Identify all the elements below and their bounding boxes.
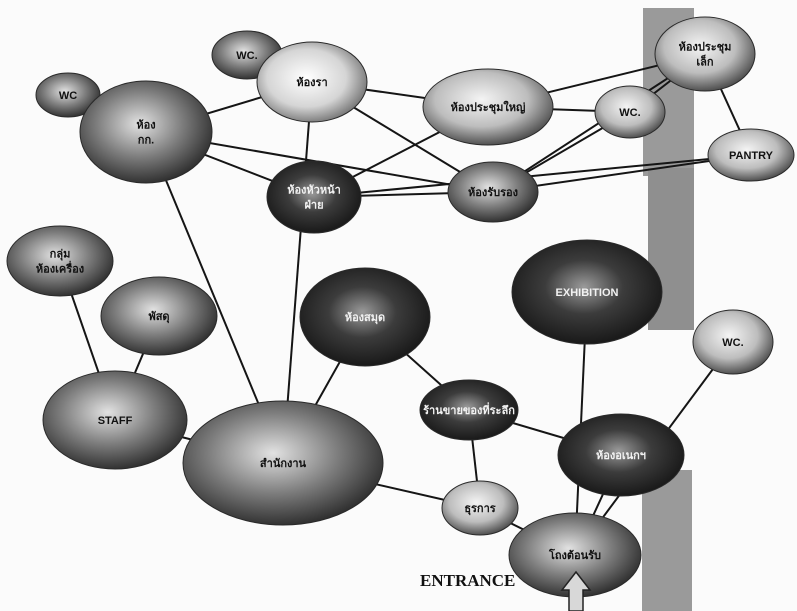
node-label: ห้องหัวหน้า [287, 184, 341, 197]
node-meeting-small: ห้องประชุมเล็ก [655, 17, 755, 91]
node-label: ห้องอเนกฯ [596, 449, 646, 462]
node-label: ธุรการ [464, 503, 495, 516]
node-label: ร้านขายของที่ระลึก [423, 402, 515, 417]
node-label: กลุ่ม [50, 249, 71, 262]
node-library: ห้องสมุด [300, 268, 430, 366]
node-head-office: ห้องหัวหน้าฝ่าย [267, 161, 361, 233]
node-label: WC. [236, 50, 257, 62]
node-label: เล็ก [696, 55, 714, 69]
node-label: STAFF [98, 415, 133, 427]
node-info: ธุรการ [442, 481, 518, 535]
node-wc-right: WC. [693, 310, 773, 374]
node-staff: STAFF [43, 371, 187, 469]
node-label: PANTRY [729, 150, 774, 162]
node-pantry: PANTRY [708, 129, 794, 181]
node-office: สำนักงาน [183, 401, 383, 525]
node-bubble [267, 161, 361, 233]
node-label: ห้องรา [296, 76, 327, 89]
node-multipurpose: ห้องอเนกฯ [558, 414, 684, 496]
node-bubble [80, 81, 212, 183]
node-label: ห้องเครื่อง [36, 261, 84, 276]
node-label: พัสดุ [148, 310, 169, 324]
node-label: กก. [138, 135, 154, 147]
node-label: WC. [722, 337, 743, 349]
node-label: ฝ่าย [304, 199, 323, 212]
entrance-label: ENTRANCE [420, 571, 515, 590]
node-label: ห้องสมุด [345, 311, 385, 325]
node-label: ห้องประชุมใหญ่ [451, 100, 526, 115]
node-label: EXHIBITION [556, 287, 619, 299]
node-museum-shop: ร้านขายของที่ระลึก [420, 380, 518, 440]
node-reception: ห้องรับรอง [448, 162, 538, 222]
node-exhibition: EXHIBITION [512, 240, 662, 344]
node-label: โถงต้อนรับ [548, 548, 601, 562]
node-meeting-big: ห้องประชุมใหญ่ [423, 69, 553, 145]
node-label: WC. [619, 107, 640, 119]
node-wc-mid: WC. [595, 86, 665, 138]
node-storage: พัสดุ [101, 277, 217, 355]
node-room-kk: ห้องกก. [80, 81, 212, 183]
node-room-blur: ห้องรา [257, 42, 367, 122]
node-bubble [7, 226, 113, 296]
node-staff-group: กลุ่มห้องเครื่อง [7, 226, 113, 296]
node-label: ห้องรับรอง [468, 186, 518, 199]
node-label: WC [59, 90, 77, 102]
node-label: ห้อง [136, 119, 155, 132]
node-label: ห้องประชุม [679, 41, 732, 55]
node-bubble [655, 17, 755, 91]
node-label: สำนักงาน [260, 457, 307, 470]
